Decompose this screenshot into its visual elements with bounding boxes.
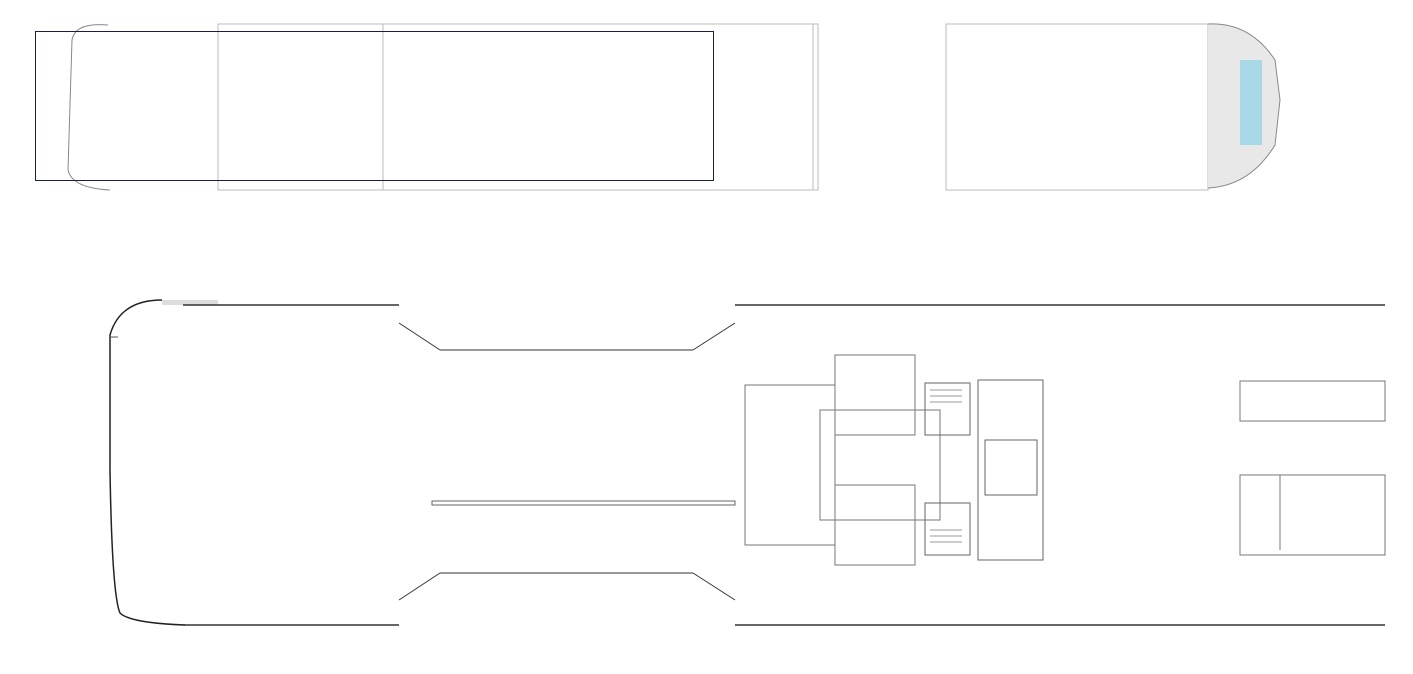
overview-hull — [67, 23, 1281, 191]
detail-structure — [109, 299, 1386, 626]
deck-overview-map[interactable] — [0, 0, 1413, 200]
viewport-frame[interactable] — [35, 31, 714, 181]
deck-detail-map — [0, 295, 1413, 635]
